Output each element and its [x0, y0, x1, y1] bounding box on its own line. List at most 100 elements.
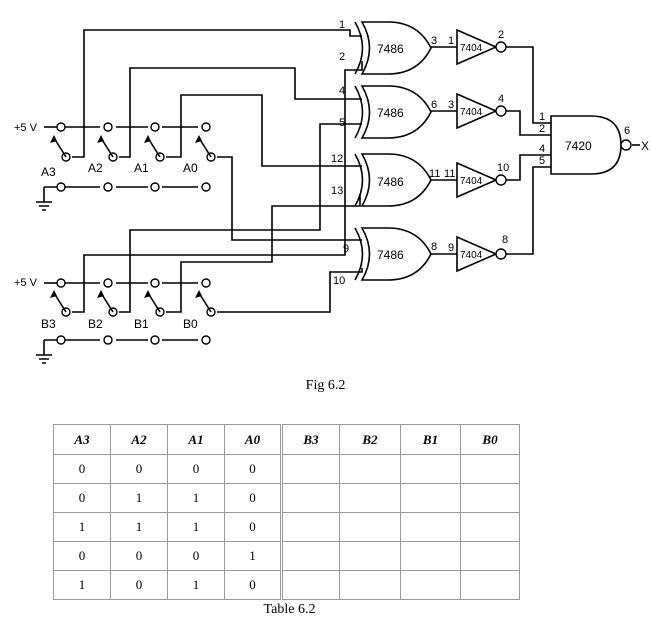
table-cell[interactable]	[400, 483, 461, 513]
nand-pin-in2: 2	[539, 123, 545, 135]
table-row: 0 0 0 1	[53, 541, 520, 571]
table-cell: 1	[110, 512, 168, 542]
xor1-pin-out: 3	[431, 35, 437, 47]
inv1-pin-in: 1	[448, 35, 454, 47]
table-cell: 0	[224, 570, 283, 600]
table-cell: 0	[53, 483, 111, 513]
table-cell: 0	[224, 454, 283, 484]
xor1-pin-in1: 1	[339, 19, 345, 31]
table-cell: 1	[167, 570, 225, 600]
inv2-pin-in: 3	[448, 99, 454, 111]
switch-label-b1: B1	[134, 317, 149, 331]
inverter-chip-label-4: 7404	[460, 250, 483, 261]
switch-label-a1: A1	[134, 161, 149, 175]
ground-a	[36, 186, 198, 211]
xor2-pin-in2: 5	[339, 117, 345, 129]
switch-label-a3: A3	[41, 165, 56, 179]
nand-chip-label: 7420	[565, 139, 592, 153]
table-cell[interactable]	[400, 454, 461, 484]
table-cell: 1	[53, 512, 111, 542]
header-a2: A2	[110, 424, 168, 455]
inv4-pin-out: 8	[502, 234, 508, 246]
xor-gate-3: 7486 12 13 11	[331, 153, 440, 207]
inv4-pin-in: 9	[448, 242, 454, 254]
table-cell[interactable]	[339, 483, 401, 513]
table-cell[interactable]	[400, 570, 461, 600]
switch-a3[interactable]: A3	[41, 122, 71, 192]
inverter-3: 7404 11 10	[444, 161, 509, 199]
xor-chip-label-3: 7486	[377, 175, 404, 189]
table-cell[interactable]	[281, 454, 340, 484]
inverter-chip-label-1: 7404	[460, 43, 483, 54]
table-header-row: A3 A2 A1 A0 B3 B2 B1 B0	[53, 424, 520, 455]
xor2-pin-out: 6	[431, 99, 437, 111]
xor2-pin-in1: 4	[339, 85, 345, 97]
switch-label-a2: A2	[88, 161, 103, 175]
inv1-pin-out: 2	[498, 29, 504, 41]
table-row: 0 1 1 0	[53, 483, 520, 513]
nand-gate: 7420 1 2 4 5 6 X	[539, 111, 649, 175]
supply-label-b: +5 V	[14, 277, 38, 289]
table-cell[interactable]	[281, 570, 340, 600]
table-cell[interactable]	[400, 541, 461, 571]
xor-chip-label-1: 7486	[377, 42, 404, 56]
table-cell: 0	[167, 454, 225, 484]
table-cell: 1	[167, 483, 225, 513]
table-cell[interactable]	[460, 541, 520, 571]
table-cell[interactable]	[460, 483, 520, 513]
table-row: 1 1 1 0	[53, 512, 520, 542]
table-cell: 1	[110, 483, 168, 513]
circuit-wires	[72, 29, 640, 313]
table-cell: 0	[110, 454, 168, 484]
supply-b: +5 V	[14, 277, 198, 289]
switch-b3[interactable]: B3	[41, 278, 71, 345]
switch-a0[interactable]: A0	[183, 122, 216, 192]
table-cell: 0	[110, 541, 168, 571]
table-cell: 0	[110, 570, 168, 600]
table-cell[interactable]	[460, 454, 520, 484]
header-a3: A3	[53, 424, 111, 455]
switch-b0[interactable]: B0	[183, 278, 216, 345]
table-cell: 0	[224, 512, 283, 542]
xor1-pin-in2: 2	[339, 51, 345, 63]
switch-label-b0: B0	[183, 317, 198, 331]
table-cell[interactable]	[339, 512, 401, 542]
table-row: 1 0 1 0	[53, 570, 520, 600]
header-b2: B2	[339, 424, 401, 455]
table-cell[interactable]	[281, 512, 340, 542]
table-cell[interactable]	[339, 541, 401, 571]
table-cell[interactable]	[339, 454, 401, 484]
xor4-pin-in2: 10	[333, 275, 345, 287]
table-cell[interactable]	[400, 512, 461, 542]
inv3-pin-out: 10	[497, 162, 509, 174]
logic-circuit-diagram: +5 V +5 V A3 A2 A1 A0	[14, 19, 649, 364]
header-a0: A0	[224, 424, 283, 455]
table-cell[interactable]	[281, 541, 340, 571]
xor4-pin-out: 8	[431, 241, 437, 253]
switch-a1[interactable]: A1	[134, 122, 165, 192]
table-cell: 1	[167, 512, 225, 542]
switch-b1[interactable]: B1	[134, 278, 165, 345]
table-cell: 0	[53, 454, 111, 484]
table-cell: 0	[53, 541, 111, 571]
xor4-pin-in1: 9	[343, 243, 349, 255]
table-cell: 0	[167, 541, 225, 571]
table-cell[interactable]	[460, 512, 520, 542]
xor-chip-label-4: 7486	[377, 248, 404, 262]
nand-pin-out: 6	[624, 125, 630, 137]
header-b3: B3	[281, 424, 340, 455]
table-cell[interactable]	[281, 483, 340, 513]
figure-caption: Fig 6.2	[305, 378, 346, 393]
switch-label-b2: B2	[88, 317, 103, 331]
switch-b2[interactable]: B2	[88, 278, 118, 345]
switch-a2[interactable]: A2	[88, 122, 118, 192]
table-cell[interactable]	[339, 570, 401, 600]
table-caption: Table 6.2	[263, 602, 316, 617]
inv2-pin-out: 4	[498, 93, 504, 105]
table-cell[interactable]	[460, 570, 520, 600]
inverter-4: 7404 9 8	[448, 234, 508, 273]
header-b1: B1	[400, 424, 461, 455]
table-cell: 1	[53, 570, 111, 600]
inverter-1: 7404 1 2	[448, 28, 507, 66]
nand-pin-in4: 5	[539, 155, 545, 167]
